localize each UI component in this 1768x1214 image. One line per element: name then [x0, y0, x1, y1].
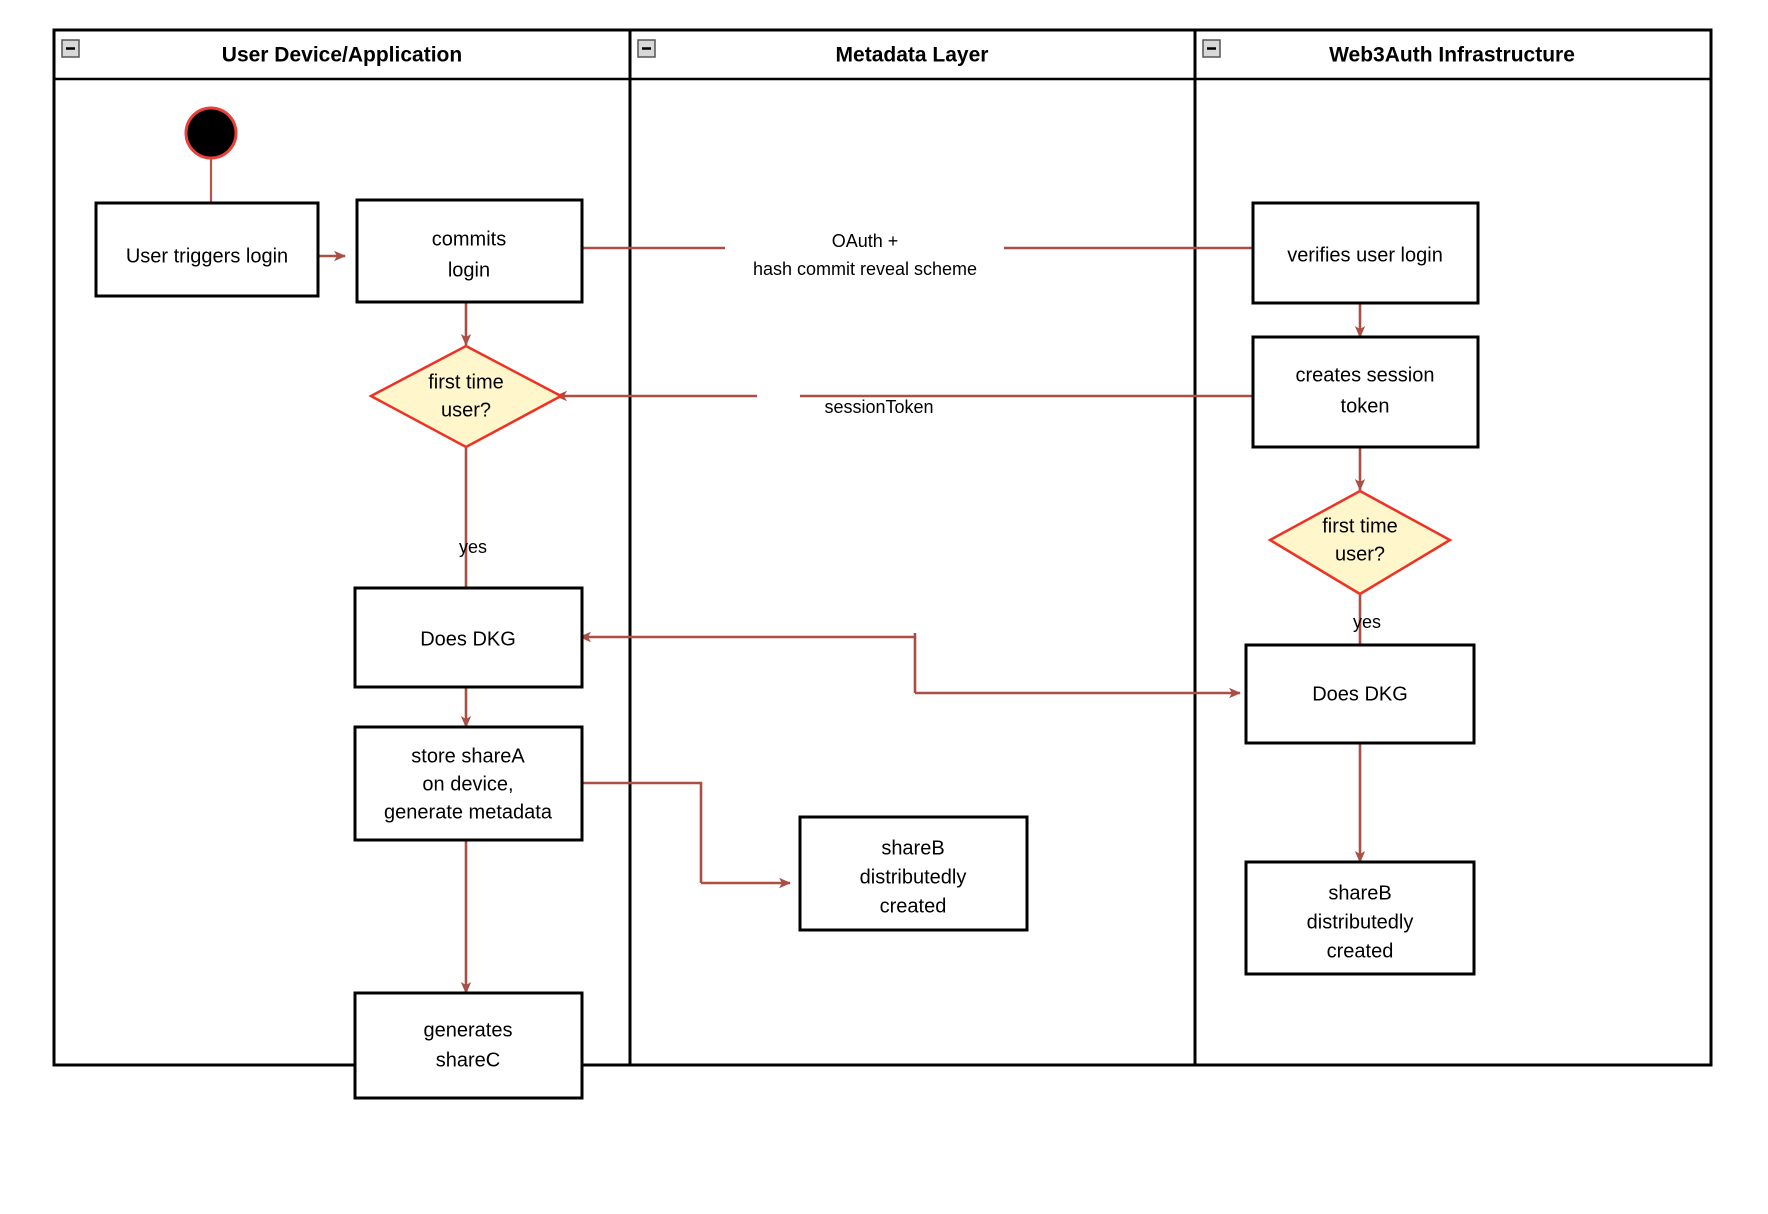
edge-label-session-token: sessionToken	[824, 397, 933, 417]
lane-title-user-device: User Device/Application	[222, 44, 462, 67]
node-label-generates-sharec-line1: generates	[424, 1019, 513, 1041]
node-label-commits-login-line1: commits	[432, 228, 506, 250]
node-label-shareb-web3auth-line1: shareB	[1328, 882, 1391, 904]
node-label-commits-login-line2: login	[448, 259, 490, 281]
node-start[interactable]	[184, 106, 238, 160]
node-label-generates-sharec-line2: shareC	[436, 1049, 500, 1071]
lane-header-web3auth[interactable]: Web3Auth Infrastructure	[1202, 39, 1575, 67]
node-shareb-created-web3auth[interactable]: shareB distributedly created	[1244, 860, 1476, 976]
node-label-first-time-user-left-line1: first time	[428, 371, 504, 393]
node-label-store-sharea-line3: generate metadata	[384, 801, 553, 823]
node-label-first-time-user-left-line2: user?	[441, 399, 491, 421]
node-label-first-time-user-right-line1: first time	[1322, 515, 1398, 537]
node-label-verifies-user-login: verifies user login	[1287, 244, 1443, 266]
node-label-creates-session-token-line1: creates session	[1296, 364, 1435, 386]
node-label-store-sharea-line2: on device,	[422, 773, 513, 795]
node-verifies-user-login[interactable]: verifies user login	[1251, 201, 1480, 305]
edge-label-oauth-line2: hash commit reveal scheme	[753, 259, 977, 279]
node-store-sharea[interactable]: store shareA on device, generate metadat…	[353, 725, 584, 842]
node-label-does-dkg-right: Does DKG	[1312, 683, 1408, 705]
node-does-dkg-left[interactable]: Does DKG	[353, 586, 584, 689]
node-label-shareb-metadata-line2: distributedly	[860, 866, 967, 888]
node-user-triggers-login[interactable]: User triggers login	[94, 201, 320, 298]
node-label-shareb-metadata-line3: created	[880, 895, 947, 917]
edge-label-oauth-line1: OAuth +	[832, 231, 899, 251]
node-label-shareb-web3auth-line3: created	[1327, 940, 1394, 962]
lane-header-user-device[interactable]: User Device/Application	[61, 39, 462, 67]
node-does-dkg-right[interactable]: Does DKG	[1244, 643, 1476, 745]
node-label-shareb-web3auth-line2: distributedly	[1307, 911, 1414, 933]
lane-title-metadata: Metadata Layer	[836, 44, 989, 67]
node-label-creates-session-token-line2: token	[1341, 395, 1390, 417]
node-label-user-triggers-login: User triggers login	[126, 245, 288, 267]
edge-label-yes-right: yes	[1353, 612, 1381, 632]
node-shareb-created-metadata[interactable]: shareB distributedly created	[798, 815, 1029, 932]
collapse-minus-icon[interactable]	[1202, 39, 1221, 58]
edge-labels: OAuth + hash commit reveal scheme sessio…	[459, 231, 1381, 632]
lane-title-web3auth: Web3Auth Infrastructure	[1329, 44, 1575, 67]
node-creates-session-token[interactable]: creates session token	[1251, 335, 1480, 449]
node-label-store-sharea-line1: store shareA	[411, 745, 525, 767]
node-commits-login[interactable]: commits login	[355, 198, 584, 304]
node-label-does-dkg-left: Does DKG	[420, 628, 516, 650]
node-label-shareb-metadata-line1: shareB	[881, 837, 944, 859]
flow-edges	[209, 148, 1366, 994]
node-generates-sharec[interactable]: generates shareC	[353, 991, 584, 1100]
lane-header-metadata[interactable]: Metadata Layer	[637, 39, 989, 67]
edge-store-to-shareb	[582, 781, 703, 883]
collapse-minus-icon[interactable]	[61, 39, 80, 58]
node-first-time-user-left[interactable]: first time user?	[368, 344, 564, 449]
collapse-minus-icon[interactable]	[637, 39, 656, 58]
node-first-time-user-right[interactable]: first time user?	[1267, 489, 1453, 596]
swimlane-frame	[52, 28, 1713, 1067]
edge-label-yes-left: yes	[459, 537, 487, 557]
edge-metadata-to-dkg-left	[580, 633, 917, 637]
node-label-first-time-user-right-line2: user?	[1335, 543, 1385, 565]
